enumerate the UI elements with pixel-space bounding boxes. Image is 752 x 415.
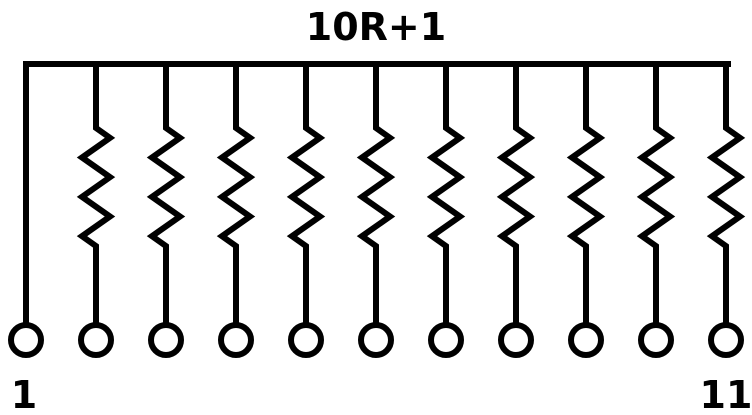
resistor-3 [216, 64, 256, 325]
pin-label-first: 1 [11, 373, 37, 415]
resistor-1 [76, 64, 116, 325]
pin-terminal-7 [428, 322, 464, 358]
diagram-title: 10R+1 [306, 5, 446, 49]
resistor-8 [566, 64, 606, 325]
pin-terminal-1 [8, 322, 44, 358]
pin-terminal-10 [638, 322, 674, 358]
pin-terminal-8 [498, 322, 534, 358]
resistor-4 [286, 64, 326, 325]
resistor-7 [496, 64, 536, 325]
resistor-2 [146, 64, 186, 325]
pin-terminal-3 [148, 322, 184, 358]
pin-terminal-6 [358, 322, 394, 358]
resistor-9 [636, 64, 676, 325]
pin-terminal-4 [218, 322, 254, 358]
pin-terminal-5 [288, 322, 324, 358]
resistor-6 [426, 64, 466, 325]
pin-terminal-9 [568, 322, 604, 358]
network-group [8, 64, 746, 358]
pin-terminal-2 [78, 322, 114, 358]
pin-terminal-11 [708, 322, 744, 358]
resistor-5 [356, 64, 396, 325]
pin-label-last: 11 [700, 373, 752, 415]
resistor-10 [706, 64, 746, 325]
